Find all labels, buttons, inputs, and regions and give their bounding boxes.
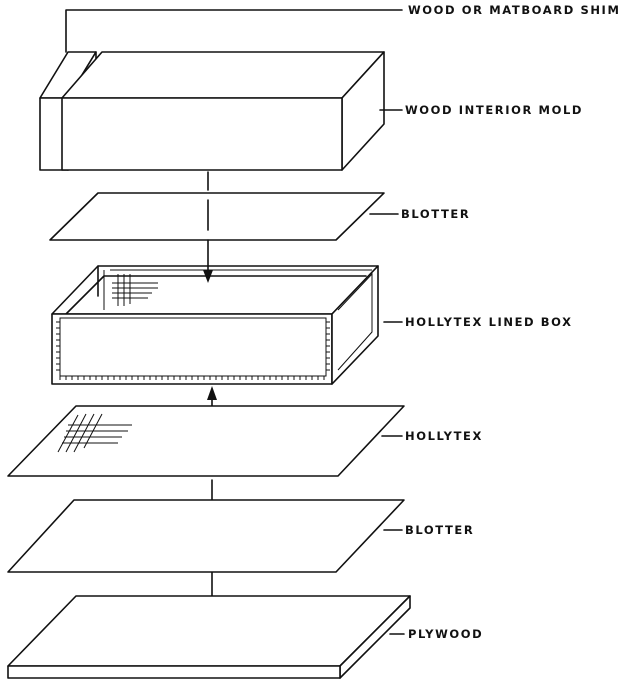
hollytex-lined-box bbox=[51, 265, 379, 385]
label-hollytex: HOLLYTEX bbox=[405, 429, 483, 443]
hollytex-hatch bbox=[57, 413, 132, 453]
wood-interior-mold bbox=[61, 51, 385, 171]
box-hatch bbox=[112, 274, 158, 306]
label-plywood: PLYWOOD bbox=[408, 627, 483, 641]
label-blotter-bottom: BLOTTER bbox=[405, 523, 474, 537]
shim-leader bbox=[65, 9, 403, 53]
blotter-bottom-sheet bbox=[7, 499, 405, 573]
label-blotter-top: BLOTTER bbox=[401, 207, 470, 221]
box-edge-ticks bbox=[56, 321, 330, 380]
blotter-top-sheet bbox=[49, 192, 385, 241]
label-shim: WOOD OR MATBOARD SHIM bbox=[408, 3, 620, 17]
label-mold: WOOD INTERIOR MOLD bbox=[405, 103, 583, 117]
label-box: HOLLYTEX LINED BOX bbox=[405, 315, 573, 329]
plywood-board bbox=[7, 595, 411, 679]
hollytex-sheet bbox=[7, 405, 405, 477]
